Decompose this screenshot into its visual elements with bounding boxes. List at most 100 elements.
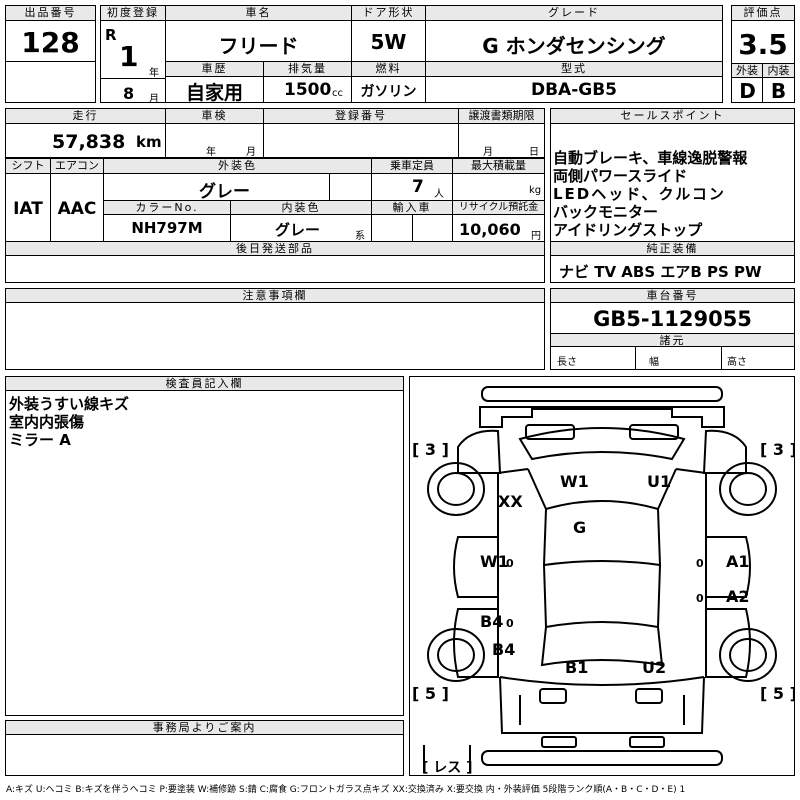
inspection-label: 車検 — [166, 109, 263, 124]
fuel-label: 燃料 — [352, 62, 425, 77]
lot-number: 128 — [21, 26, 80, 59]
chassis-cell: 車台番号 GB5-1129055 諸元 長さ 幅 高さ — [550, 288, 795, 370]
inspector-note: 室内内張傷 — [9, 413, 85, 431]
doors-value: 5W — [370, 30, 407, 54]
later-parts-cell: 後日発送部品 — [5, 241, 545, 283]
history-label: 車歴 — [166, 62, 263, 77]
shift-label: シフト — [6, 159, 50, 174]
inspector-note: 外装うすい線キズ — [9, 395, 130, 413]
specs-label: 諸元 — [551, 333, 794, 347]
damage-mark: B4 — [492, 640, 515, 659]
ext-score: D — [739, 79, 756, 103]
car-name-cell: 車名 フリード — [165, 5, 352, 62]
model-value: DBA-GB5 — [530, 80, 618, 100]
sales-points-label: セールスポイント — [551, 109, 794, 124]
first-reg-label: 初度登録 — [101, 6, 165, 21]
model-cell: 型式 DBA-GB5 — [425, 61, 723, 103]
history-value: 自家用 — [185, 82, 243, 104]
notes-label: 注意事項欄 — [6, 289, 544, 303]
car-name-value: フリード — [218, 34, 299, 58]
notes-cell: 注意事項欄 — [5, 288, 545, 370]
fuel-value: ガソリン — [360, 84, 417, 100]
displacement-cell: 排気量 1500 cc — [263, 61, 352, 103]
score-label: 評価点 — [732, 6, 794, 21]
transfer-day-unit: 日 — [529, 147, 539, 158]
lot-cell: 出品番号 128 — [5, 5, 96, 62]
recycle-unit: 円 — [531, 231, 541, 242]
history-cell: 車歴 自家用 — [165, 61, 264, 104]
exterior-color-cell: 外装色 グレー — [103, 158, 372, 202]
handle-mark: 0 — [696, 557, 704, 570]
transfer-cell: 譲渡書類期限 月 日 — [458, 108, 545, 158]
grade-cell: グレード G ホンダセンシング — [425, 5, 723, 62]
mileage-value: 57,838 — [52, 131, 126, 153]
chassis-value: GB5-1129055 — [593, 307, 752, 331]
grade-value: G ホンダセンシング — [482, 34, 666, 58]
recycle-cell: リサイクル預託金 10,060 円 — [452, 200, 545, 242]
inspector-note: ミラー A — [9, 431, 71, 449]
legend-text: A:キズ U:ヘコミ B:キズを伴うヘコミ P:要塗装 W:補修跡 S:錆 C:… — [6, 785, 686, 795]
tire-rating: [ 3 ] — [760, 440, 794, 459]
later-parts-label: 後日発送部品 — [6, 242, 544, 256]
damage-mark: A2 — [726, 587, 750, 606]
shift-value: IAT — [13, 199, 43, 219]
aircon-cell: エアコン AAC — [50, 158, 104, 242]
capacity-label: 乗車定員 — [372, 159, 452, 174]
interior-color-unit: 系 — [355, 231, 365, 242]
lot-blank — [5, 61, 96, 103]
first-reg-year-unit: 年 — [149, 68, 159, 79]
int-score: B — [770, 79, 787, 103]
handle-mark: 0 — [506, 617, 514, 630]
model-label: 型式 — [426, 62, 722, 77]
sales-point-line: バックモニター — [553, 203, 659, 221]
inspection-year-unit: 年 — [206, 147, 216, 158]
tire-rating: [ 5 ] — [760, 684, 794, 703]
spec-width-label: 幅 — [649, 357, 659, 368]
transfer-month-unit: 月 — [483, 147, 493, 158]
first-reg-year: 1 — [119, 40, 139, 73]
capacity-unit: 人 — [434, 189, 444, 200]
registration-label: 登録番号 — [264, 109, 458, 124]
spare-tire-label: [ レス ] — [422, 760, 473, 775]
equipment-label: 純正装備 — [551, 242, 794, 256]
transfer-label: 譲渡書類期限 — [459, 109, 544, 124]
sales-point-line: 自動ブレーキ、車線逸脱警報 — [553, 149, 748, 167]
damage-mark: G — [573, 518, 586, 537]
lot-label: 出品番号 — [6, 6, 95, 21]
exterior-color-label: 外装色 — [104, 159, 371, 174]
grade-label: グレード — [426, 6, 722, 21]
spec-height-label: 高さ — [727, 357, 747, 368]
recycle-label: リサイクル預託金 — [453, 201, 544, 215]
displacement-value: 1500 — [284, 80, 332, 100]
tire-rating: [ 3 ] — [412, 440, 449, 459]
spec-length-label: 長さ — [557, 357, 577, 368]
damage-mark: U1 — [647, 472, 671, 491]
score-value: 3.5 — [738, 28, 788, 61]
damage-mark: A1 — [726, 552, 750, 571]
aircon-value: AAC — [57, 199, 97, 219]
mileage-unit: km — [136, 133, 162, 151]
car-name-label: 車名 — [166, 6, 351, 21]
interior-color-value: グレー — [275, 221, 321, 239]
import-label: 輸入車 — [372, 201, 452, 215]
damage-mark: B4 — [480, 612, 503, 631]
first-reg-cell: 初度登録 R 1 年 8 月 — [100, 5, 166, 105]
displacement-label: 排気量 — [264, 62, 351, 77]
shift-cell: シフト IAT — [5, 158, 51, 242]
damage-mark: W1 — [480, 552, 509, 571]
chassis-label: 車台番号 — [551, 289, 794, 303]
displacement-unit: cc — [332, 88, 343, 99]
mileage-cell: 走行 57,838 km — [5, 108, 166, 158]
handle-mark: 0 — [506, 557, 514, 570]
first-reg-month-unit: 月 — [149, 94, 159, 105]
capacity-cell: 乗車定員 7 人 — [371, 158, 453, 201]
registration-cell: 登録番号 — [263, 108, 459, 158]
damage-mark: U2 — [642, 658, 666, 677]
inspector-label: 検査員記入欄 — [6, 377, 403, 391]
import-cell: 輸入車 — [371, 200, 453, 242]
color-no-label: カラーNo. — [104, 201, 230, 215]
equipment-value: ナビ TV ABS エアB PS PW — [559, 263, 762, 281]
doors-cell: ドア形状 5W — [351, 5, 426, 62]
